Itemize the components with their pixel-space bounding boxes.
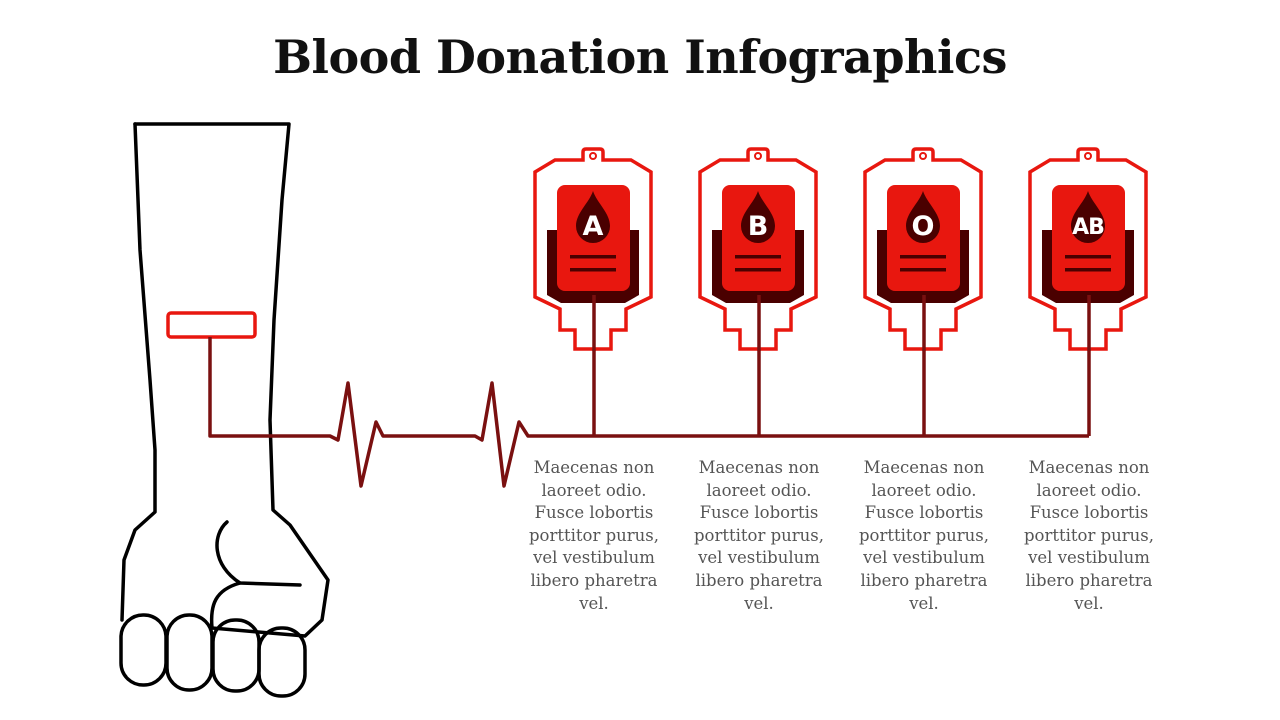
blood-type-label: O: [911, 211, 935, 242]
blood-type-description: Maecenas non laoreet odio. Fusce loborti…: [1023, 458, 1155, 613]
arm-tape: [166, 311, 257, 339]
blood-type-description: Maecenas non laoreet odio. Fusce loborti…: [693, 458, 825, 613]
blood-bag-ab: AB: [1028, 145, 1148, 351]
blood-drop-icon: [1071, 191, 1105, 243]
blood-drop-icon: [576, 191, 610, 243]
blood-type-description: Maecenas non laoreet odio. Fusce loborti…: [858, 458, 990, 613]
blood-type-label: B: [747, 211, 769, 242]
blood-type-label: AB: [1072, 215, 1105, 240]
blood-drop-icon: [906, 191, 940, 243]
blood-drop-icon: [741, 191, 775, 243]
page-title: Blood Donation Infographics: [273, 30, 1007, 84]
arm-icon: [119, 122, 330, 698]
blood-bag-b: B: [698, 145, 818, 351]
blood-bag-o: O: [863, 145, 983, 351]
heartbeat-tube-line: [208, 337, 1091, 488]
blood-type-description: Maecenas non laoreet odio. Fusce loborti…: [528, 458, 660, 613]
blood-type-label: A: [582, 211, 604, 242]
blood-bag-a: A: [533, 145, 653, 351]
